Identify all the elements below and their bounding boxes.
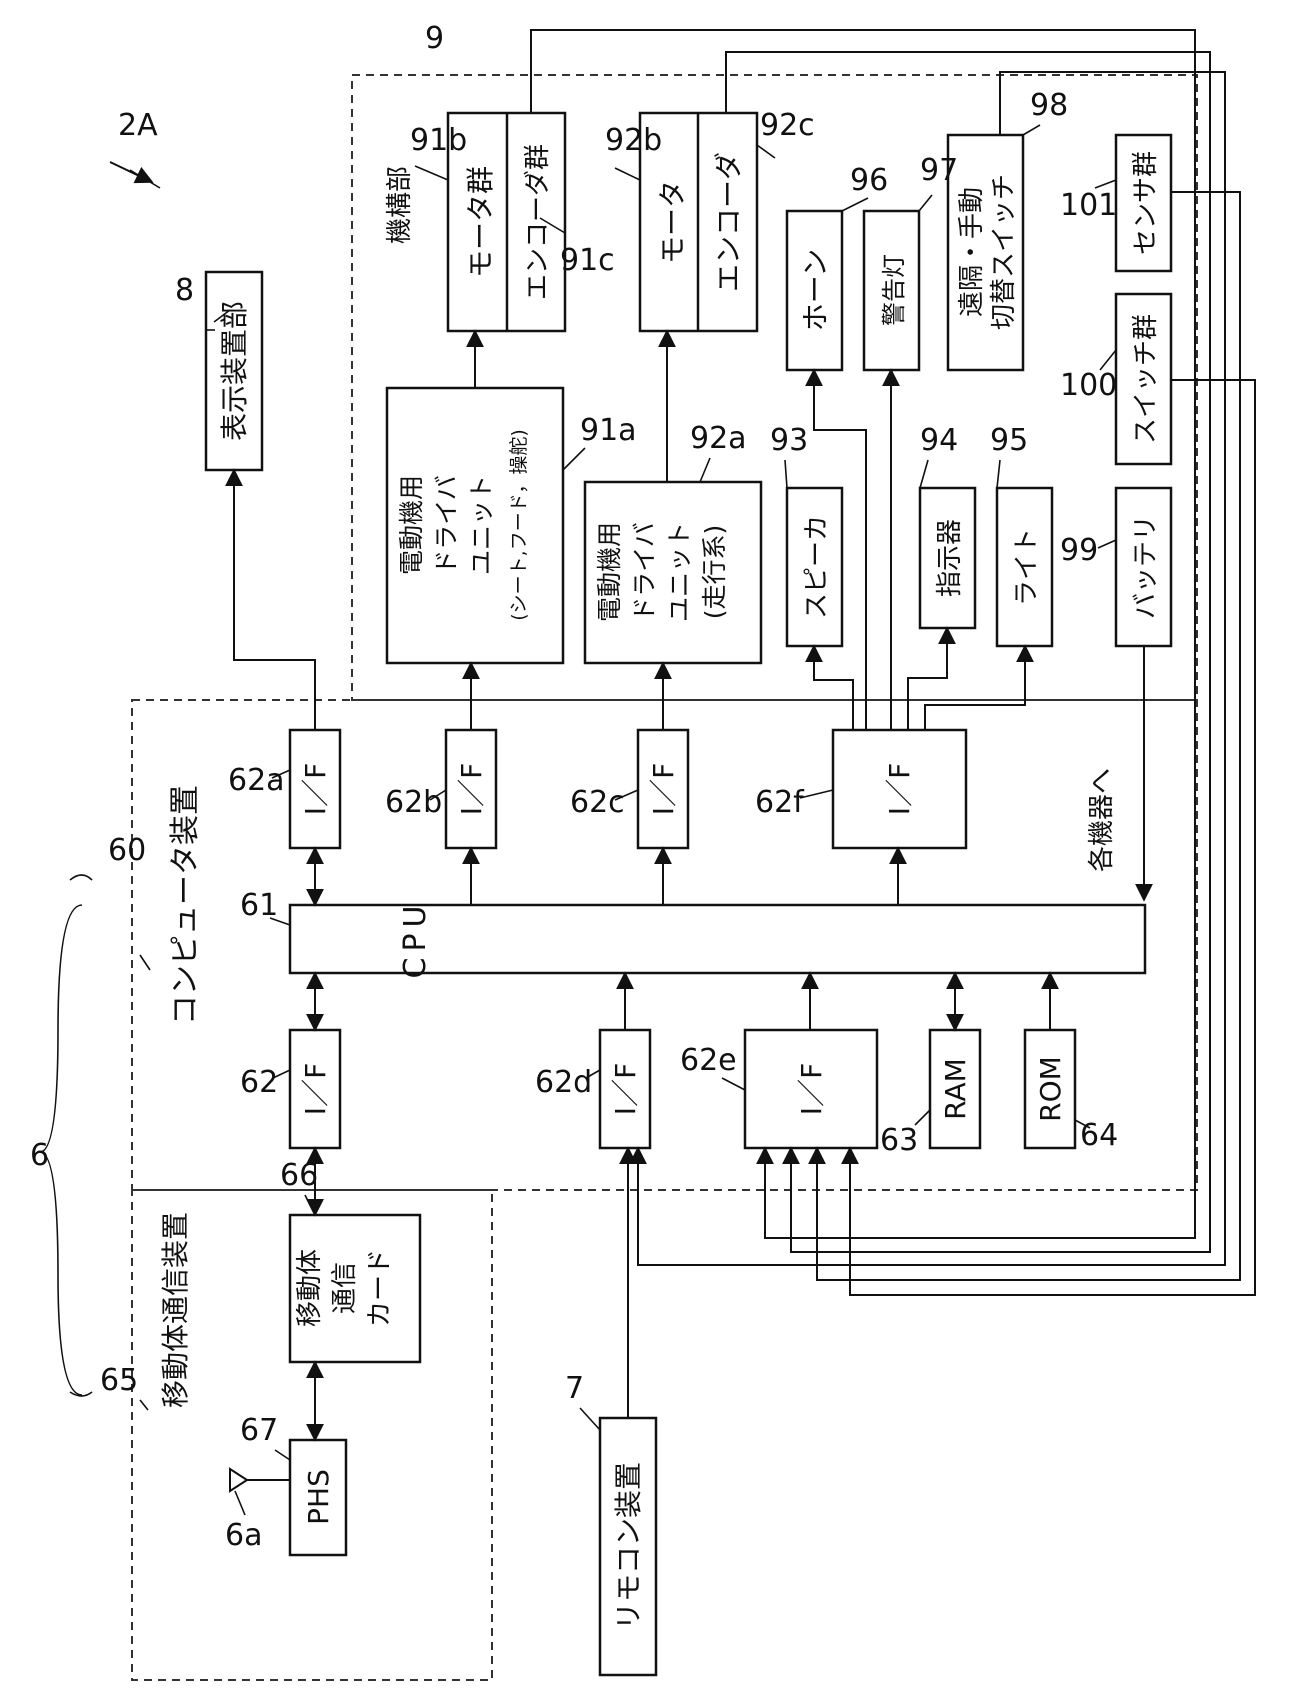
driver-seat-line4: (シート,フード，操舵) <box>508 429 530 621</box>
driver-seat-line3: ユニット <box>467 475 496 575</box>
mobile-card-line2: 通信 <box>330 1262 360 1314</box>
indicator-label: 指示器 <box>935 519 965 597</box>
driver-run-line1: 電動機用 <box>595 522 624 622</box>
mobile-title: 移動体通信装置 <box>159 1212 192 1408</box>
ref-99: 99 <box>1060 533 1098 568</box>
if-62f-label: I／F <box>883 763 916 815</box>
ref-62f: 62f <box>755 785 805 820</box>
ref-6: 6 <box>30 1138 49 1173</box>
ref-60: 60 <box>108 833 146 868</box>
driver-seat-line1: 電動機用 <box>397 475 426 575</box>
if-62a-label: I／F <box>299 763 332 815</box>
mechanism-title: 機構部 <box>385 166 415 244</box>
mobile-card-line3: カード <box>365 1249 395 1327</box>
if-62b-label: I／F <box>455 763 488 815</box>
encoder-group-label: エンコーダ群 <box>523 144 553 300</box>
ref-92b: 92b <box>605 123 662 158</box>
mobile-card-line1: 移動体 <box>295 1249 325 1327</box>
antenna-icon <box>230 1469 290 1491</box>
ref-92a: 92a <box>690 421 747 456</box>
ref-7: 7 <box>565 1371 584 1406</box>
ref-63: 63 <box>880 1123 918 1158</box>
figure-pointer-arrow <box>110 162 152 182</box>
speaker-label: スピーカ <box>802 515 832 619</box>
ref-91c: 91c <box>560 243 615 278</box>
ref-92c: 92c <box>760 108 815 143</box>
warning-light-label: 警告灯 <box>880 254 908 326</box>
ref-62e: 62e <box>680 1043 737 1078</box>
ref-62a: 62a <box>228 763 285 798</box>
battery-label: バッテリ <box>1131 515 1161 619</box>
ref-93: 93 <box>770 423 808 458</box>
ref-9: 9 <box>425 21 444 56</box>
motor-label: モータ <box>656 180 689 264</box>
ref-66: 66 <box>280 1158 318 1193</box>
bracket-65 <box>70 1392 92 1396</box>
ref-97: 97 <box>920 153 958 188</box>
ref-62d: 62d <box>535 1065 592 1100</box>
bracket-60 <box>70 875 92 880</box>
ref-61: 61 <box>240 888 278 923</box>
to-devices-label: 各機器へ <box>1087 768 1117 872</box>
phs-label: PHS <box>302 1469 335 1525</box>
encoder-label: エンコーダ <box>712 152 745 292</box>
remote-manual-switch-line2: 切替スイッチ <box>989 174 1019 330</box>
ref-94: 94 <box>920 423 958 458</box>
ref-96: 96 <box>850 163 888 198</box>
computer-title: コンピュータ装置 <box>168 785 203 1025</box>
ref-8: 8 <box>175 273 194 308</box>
ref-98: 98 <box>1030 88 1068 123</box>
sensor-group-label: センサ群 <box>1131 151 1161 255</box>
ref-100: 100 <box>1060 368 1117 403</box>
if-62c-label: I／F <box>647 763 680 815</box>
ref-6a: 6a <box>225 1518 262 1553</box>
ref-91a: 91a <box>580 413 637 448</box>
motor-group-label: モータ群 <box>464 166 497 278</box>
driver-run-line4: (走行系) <box>700 525 729 620</box>
rom-label: ROM <box>1034 1056 1067 1122</box>
driver-seat-line2: ドライバ <box>432 475 461 575</box>
cpu-label: CPU <box>398 900 433 979</box>
ref-62c: 62c <box>570 785 625 820</box>
remote-manual-switch-line1: 遠隔・手動 <box>957 187 987 317</box>
ref-2a: 2A <box>118 108 158 143</box>
ref-62b: 62b <box>385 785 442 820</box>
ref-91b: 91b <box>410 123 467 158</box>
light-label: ライト <box>1012 528 1042 606</box>
ref-67: 67 <box>240 1413 278 1448</box>
if-62e-label: I／F <box>795 1063 828 1115</box>
driver-run-line2: ドライバ <box>630 522 659 622</box>
if-62-label: I／F <box>299 1063 332 1115</box>
remote-label: リモコン装置 <box>612 1462 645 1630</box>
ref-62: 62 <box>240 1065 278 1100</box>
horn-label: ホーン <box>799 249 832 332</box>
ram-label: RAM <box>939 1058 972 1120</box>
display-label: 表示装置部 <box>218 301 251 441</box>
driver-run-line3: ユニット <box>665 522 694 622</box>
ref-64: 64 <box>1080 1118 1118 1153</box>
if-62d-label: I／F <box>609 1063 642 1115</box>
ref-101: 101 <box>1060 188 1117 223</box>
ref-65: 65 <box>100 1363 138 1398</box>
switch-group-label: スイッチ群 <box>1131 314 1161 444</box>
ref-95: 95 <box>990 423 1028 458</box>
